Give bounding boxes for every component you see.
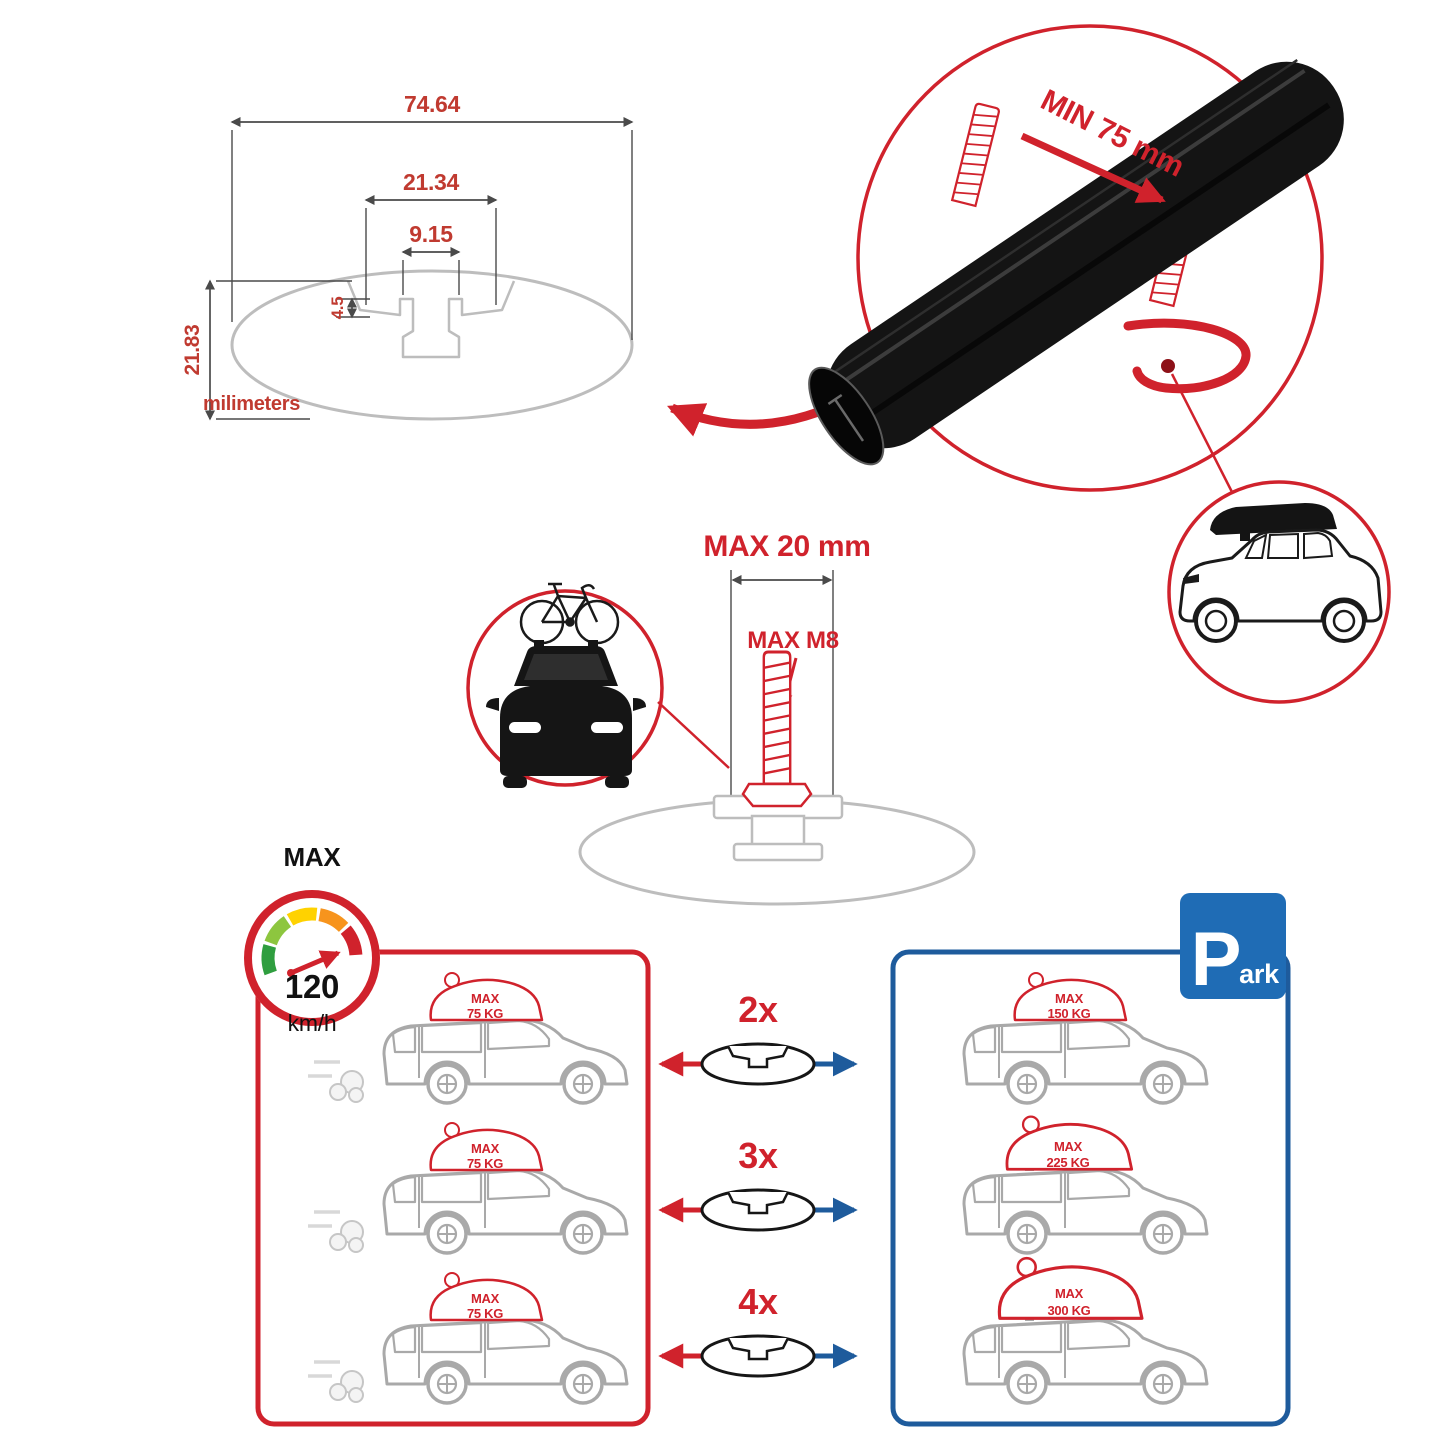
dim-slot-width-label: 9.15 [409,221,453,247]
t-nut-foot [732,842,824,862]
bike-car-circle [466,582,730,788]
driving-cargo-1-weight: 75 KG [467,1006,503,1021]
closeup-to-suv-leader [1170,373,1235,495]
units-label: milimeters [203,393,300,415]
parking-sign-board [1180,893,1286,999]
min-clearance-arrow [1020,132,1166,204]
speed-gauge-unit: km/h [288,1010,337,1036]
headlight-left [509,722,541,733]
parking-sign-p: P [1191,917,1241,1002]
ubolt-anchor-dot [1161,359,1175,373]
multiplier-column: 2x 3x 4x [658,989,858,1378]
crossbar [808,58,1344,466]
bolt-max-thread-label: MAX M8 [747,627,839,654]
ubolt-lower-curve [1123,318,1251,394]
dim-total-width: 74.64 [230,91,634,340]
speed-gauge-value: 120 [285,968,339,1005]
bar-section-icon [700,1042,816,1086]
dim-total-height-label: 21.83 [181,324,204,375]
t-nut-stem [750,814,806,848]
mount-bolt-head [741,782,813,808]
profile-t-slot-channel [346,280,516,359]
dim-channel-width: 21.34 [364,169,498,305]
gauge-needle [290,950,341,976]
multiplier-4x: 4x [738,1281,778,1322]
parking-cargo-3-weight: 300 KG [1047,1303,1090,1318]
suv-headlight [1183,574,1199,584]
bolt-max-length-label: MAX 20 mm [703,530,870,563]
parking-sign: P ark [1180,893,1286,1002]
dim-slot-width: 9.15 [401,221,461,295]
driving-cargo-1-max: MAX [471,991,500,1006]
speed-gauge: MAX 120 km/h [244,842,380,1036]
car-front-silhouette [486,646,646,788]
dim-lip-height-label: 4.5 [328,297,347,320]
dim-total-width-label: 74.64 [404,91,461,117]
roof-box [1210,503,1337,535]
bolt-diagram: MAX 20 mm MAX M8 [578,530,976,906]
multiplier-3x: 3x [738,1135,778,1176]
parking-cargo-2-weight: 225 KG [1046,1155,1089,1170]
parking-sign-suffix: ark [1239,959,1280,989]
dim-lip-height: 4.5 [328,297,370,320]
driving-cargo-3-max: MAX [471,1291,500,1306]
dim-channel-width-label: 21.34 [403,169,460,195]
driving-cargo-3-weight: 75 KG [467,1306,503,1321]
parking-cargo-1-max: MAX [1055,991,1084,1006]
parking-cargo-1-weight: 150 KG [1047,1006,1090,1021]
parking-cargo-2-max: MAX [1054,1139,1083,1154]
multiplier-2x: 2x [738,989,778,1030]
driving-cargo-2-max: MAX [471,1141,500,1156]
bike-circle-leader [657,701,730,769]
suv-roofbox-circle [1167,480,1391,704]
crossbar-closeup: MIN 75 mm [808,24,1344,495]
parking-cargo-3-max: MAX [1055,1286,1084,1301]
mount-bolt-threads [762,650,792,786]
bar-section-icon [700,1188,816,1232]
parking-panel: MAX 150 KG MAX 225 KG MAX 300 KG P ark [890,893,1291,1427]
speed-gauge-title: MAX [284,842,342,872]
driving-panel: MAX 75 KG MAX 75 KG MAX 75 KG [255,949,651,1427]
bar-section-icon [700,1334,816,1378]
profile-dimension-diagram: 74.64 21.34 9.15 4.5 21.83 [181,91,634,421]
driving-cargo-2-weight: 75 KG [467,1156,503,1171]
gauge-arc [261,907,363,976]
headlight-right [591,722,623,733]
dim-total-height: 21.83 [181,279,352,421]
